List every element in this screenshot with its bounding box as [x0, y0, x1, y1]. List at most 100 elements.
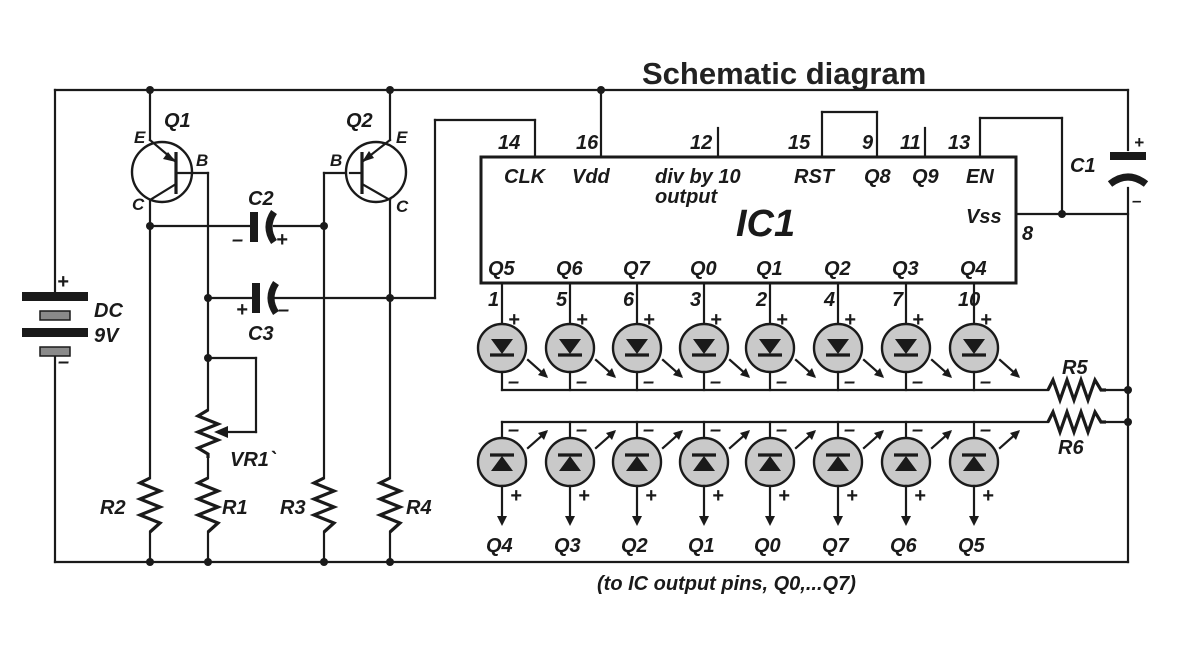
led-upper-q7: +– [611, 309, 683, 393]
pin-number-q1: 2 [755, 289, 767, 311]
led-lower-target-label: Q1 [688, 535, 715, 557]
led-lower-minus: – [643, 419, 654, 441]
resistor-r4 [375, 476, 405, 534]
led-upper-q3: +– [880, 309, 952, 393]
led-upper-minus: – [576, 371, 587, 393]
pin-number-q4: 10 [958, 289, 980, 311]
wiring [53, 88, 1130, 564]
battery-symbol: + – [22, 271, 88, 373]
diagram-title: Schematic diagram [642, 56, 926, 91]
pin-number-q3: 7 [892, 289, 904, 311]
pin-label-div10-output: output [655, 186, 719, 208]
svg-text:+: + [276, 229, 288, 251]
q2-label: Q2 [346, 110, 373, 132]
vr1-label: VR1` [230, 449, 277, 471]
led-lower-target-label: Q4 [486, 535, 513, 557]
led-upper-minus: – [643, 371, 654, 393]
ic1-chip [479, 155, 1018, 285]
led-lower-plus: + [645, 485, 657, 507]
pin-label-clk: CLK [504, 166, 547, 188]
led-lower-target-label: Q7 [822, 535, 850, 557]
resistor-r6 [1046, 407, 1106, 437]
led-lower-target-label: Q3 [554, 535, 581, 557]
led-lower-q3: –+Q3 [544, 419, 616, 557]
junction-dots [146, 86, 1132, 566]
pin-label-q5: Q5 [488, 258, 516, 280]
pin-number-en: 13 [948, 132, 970, 154]
led-upper-plus: + [508, 309, 520, 331]
resistor-r1 [193, 476, 223, 534]
led-upper-plus: + [980, 309, 992, 331]
led-lower-target-label: Q5 [958, 535, 986, 557]
led-lower-plus: + [712, 485, 724, 507]
pin-label-q4: Q4 [960, 258, 987, 280]
pin-label-en: EN [966, 166, 994, 188]
led-upper-minus: – [508, 371, 519, 393]
svg-text:+: + [236, 299, 248, 321]
led-lower-target-label: Q6 [890, 535, 918, 557]
led-upper-plus: + [844, 309, 856, 331]
led-lower-plus: + [982, 485, 994, 507]
q1-base-label: B [196, 151, 208, 170]
pin-label-q9: Q9 [912, 166, 940, 188]
pin-label-q0: Q0 [690, 258, 717, 280]
led-upper-q1: +– [744, 309, 816, 393]
led-upper-plus: + [576, 309, 588, 331]
pin-label-q2: Q2 [824, 258, 851, 280]
q2-emitter-label: E [396, 128, 408, 147]
led-upper-plus: + [643, 309, 655, 331]
led-upper-minus: – [912, 371, 923, 393]
led-upper-q2: +– [812, 309, 884, 393]
q2-collector-label: C [396, 197, 409, 216]
potentiometer-vr1 [193, 408, 228, 458]
q1-collector-label: C [132, 195, 145, 214]
battery-plus-sign: + [57, 271, 69, 293]
led-lower-plus: + [914, 485, 926, 507]
r1-label: R1 [222, 497, 248, 519]
pin-number-rst: 15 [788, 132, 811, 154]
transistor-q1 [130, 138, 194, 204]
pin-label-div10: div by 10 [655, 166, 741, 188]
led-upper-q6: +– [544, 309, 616, 393]
led-upper-q0: +– [678, 309, 750, 393]
led-upper-plus: + [776, 309, 788, 331]
led-lower-target-label: Q2 [621, 535, 648, 557]
battery-minus-sign: – [58, 351, 69, 373]
resistor-r5 [1046, 375, 1106, 405]
svg-text:–: – [278, 299, 289, 321]
led-lower-minus: – [508, 419, 519, 441]
ic1-label: IC1 [736, 203, 795, 245]
pin-label-q6: Q6 [556, 258, 584, 280]
pin-number-q7: 6 [623, 289, 635, 311]
pin-label-q1: Q1 [756, 258, 783, 280]
pin-number-q8: 9 [862, 132, 874, 154]
svg-text:–: – [1132, 191, 1142, 210]
capacitor-c1: + – [1107, 133, 1149, 210]
led-lower-q0: –+Q0 [744, 419, 816, 557]
r5-label: R5 [1062, 357, 1088, 379]
r2-label: R2 [100, 497, 126, 519]
led-lower-q1: –+Q1 [678, 419, 750, 557]
led-lower-plus: + [510, 485, 522, 507]
pin-number-q2: 4 [823, 289, 835, 311]
led-upper-plus: + [710, 309, 722, 331]
q2-base-label: B [330, 151, 342, 170]
led-lower-q6: –+Q6 [880, 419, 952, 557]
pin-number-clk: 14 [498, 132, 520, 154]
c2-label: C2 [248, 188, 274, 210]
c1-label: C1 [1070, 155, 1096, 177]
resistor-r2 [135, 476, 165, 534]
led-upper-plus: + [912, 309, 924, 331]
led-lower-q5: –+Q5 [948, 419, 1020, 557]
led-upper-minus: – [710, 371, 721, 393]
led-upper-minus: – [844, 371, 855, 393]
c3-label: C3 [248, 323, 274, 345]
led-lower-plus: + [578, 485, 590, 507]
pin-label-q3: Q3 [892, 258, 919, 280]
led-lower-minus: – [844, 419, 855, 441]
footnote: (to IC output pins, Q0,...Q7) [597, 573, 856, 595]
transistor-q2 [344, 138, 408, 204]
r4-label: R4 [406, 497, 432, 519]
pin-number-q5: 1 [488, 289, 499, 311]
